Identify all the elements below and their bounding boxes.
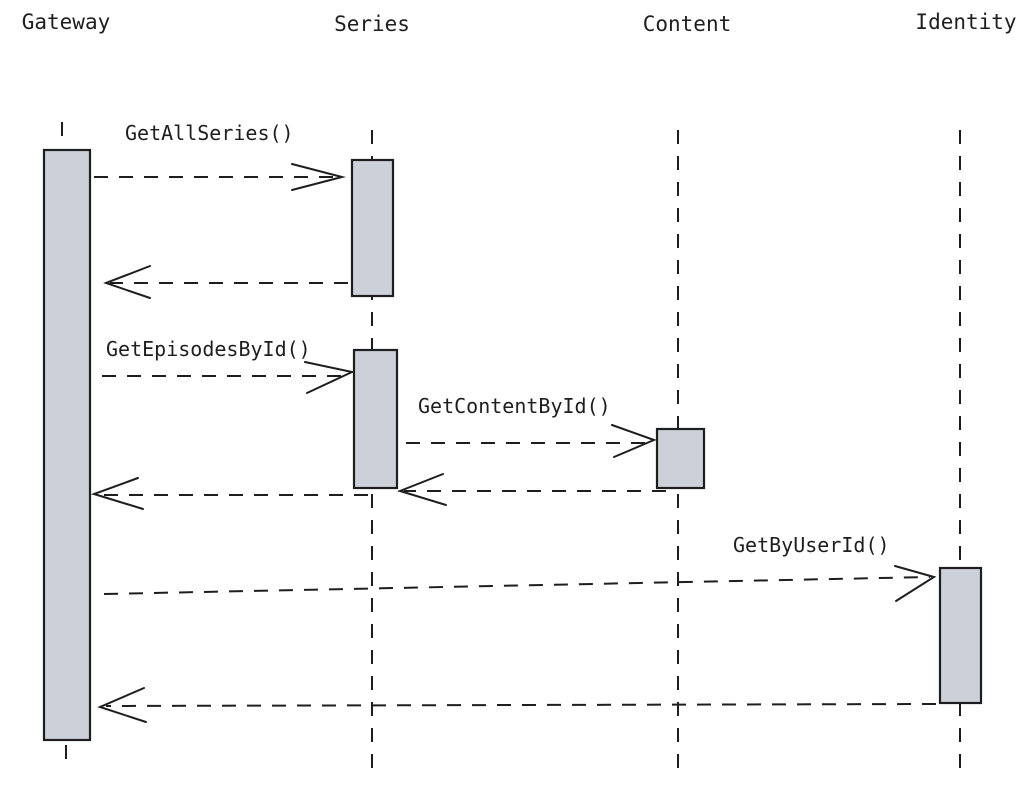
activation-content [655,427,706,490]
message-get-content-by-id: GetContentById() [406,394,657,458]
message-get-content-by-id-label: GetContentById() [418,394,611,418]
participant-identity-label: Identity [915,10,1016,34]
participant-content-label: Content [643,12,732,36]
message-return-content-by-id [396,473,666,506]
activation-identity [938,566,983,705]
message-get-by-user-id-label: GetByUserId() [733,533,890,557]
activation-series-1 [350,158,395,298]
message-get-episodes-by-id: GetEpisodesById() [102,337,356,394]
message-return-episodes-by-id [90,477,368,510]
message-return-all-series [103,265,348,299]
activation-gateway [42,148,92,742]
message-get-all-series-label: GetAllSeries() [125,121,294,145]
participant-gateway-label: Gateway [22,10,111,34]
message-return-by-user-id [97,687,937,723]
message-get-all-series: GetAllSeries() [94,121,346,191]
participant-series-label: Series [334,12,410,36]
activation-series-2 [352,348,399,490]
lifeline-gateway [61,122,67,768]
message-get-by-user-id: GetByUserId() [103,533,937,602]
message-get-episodes-by-id-label: GetEpisodesById() [106,337,311,361]
